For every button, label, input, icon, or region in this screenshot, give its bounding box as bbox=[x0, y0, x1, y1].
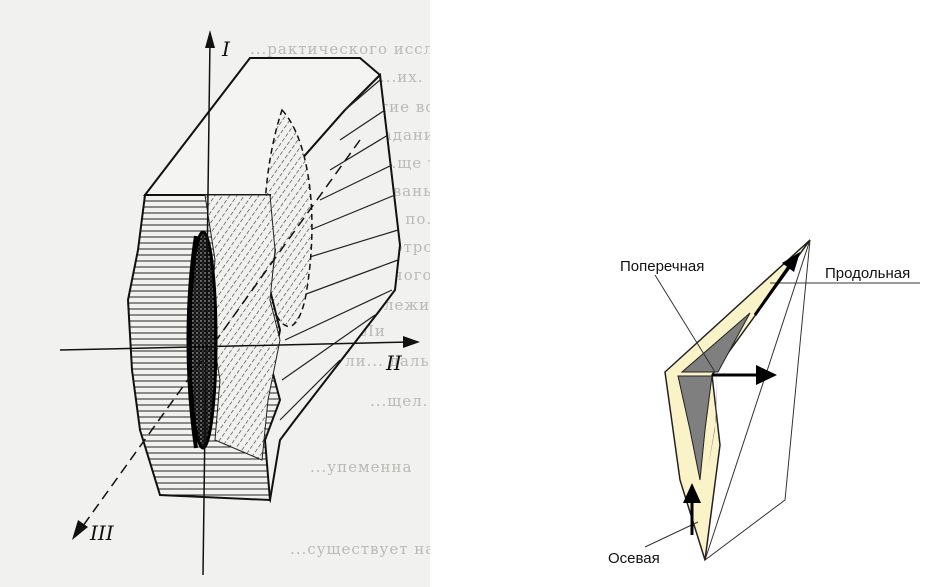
outer-shape bbox=[664, 239, 811, 561]
arrow-longitudinal bbox=[753, 264, 792, 316]
axis-label-vertical: I bbox=[221, 37, 231, 61]
axis-depth-line bbox=[79, 139, 361, 531]
background-text-line: ...их. bbox=[380, 68, 424, 86]
background-text-line: ...ще тонкой пленки, умею- bbox=[380, 154, 430, 172]
background-text-line: ...рактического исследования bbox=[250, 40, 430, 58]
axis-horizontal-line bbox=[59, 341, 411, 351]
shrinkage-directions-figure: Поперечная Продольная Осевая bbox=[430, 0, 941, 587]
wedge-outline bbox=[704, 239, 811, 562]
background-text-line: ...существует наибольшая об bbox=[290, 540, 430, 558]
axis-label-depth: III bbox=[89, 521, 115, 545]
leader-axial bbox=[644, 521, 699, 548]
axis-vertical-line bbox=[202, 39, 211, 576]
label-transverse: Поперечная bbox=[620, 258, 704, 275]
leader-transverse bbox=[654, 274, 716, 373]
shrinkage-diagram: Поперечная Продольная Осевая bbox=[608, 239, 920, 567]
arrows bbox=[683, 252, 800, 535]
label-longitudinal: Продольная bbox=[825, 265, 910, 282]
side-grain-lines bbox=[279, 79, 399, 421]
background-text-line: ...щел. bbox=[370, 392, 429, 410]
axes bbox=[59, 30, 420, 576]
label-axial: Осевая bbox=[608, 550, 660, 567]
axis-label-horizontal: II bbox=[385, 351, 403, 375]
wood-block-figure: ...рактического исследования ...их. ...в… bbox=[0, 0, 430, 587]
inner-shape-lower bbox=[677, 375, 713, 481]
wood-block-drawing: I II III bbox=[59, 30, 420, 576]
inner-shape-upper bbox=[680, 312, 751, 373]
background-text-line: ...упеменна bbox=[310, 458, 413, 476]
